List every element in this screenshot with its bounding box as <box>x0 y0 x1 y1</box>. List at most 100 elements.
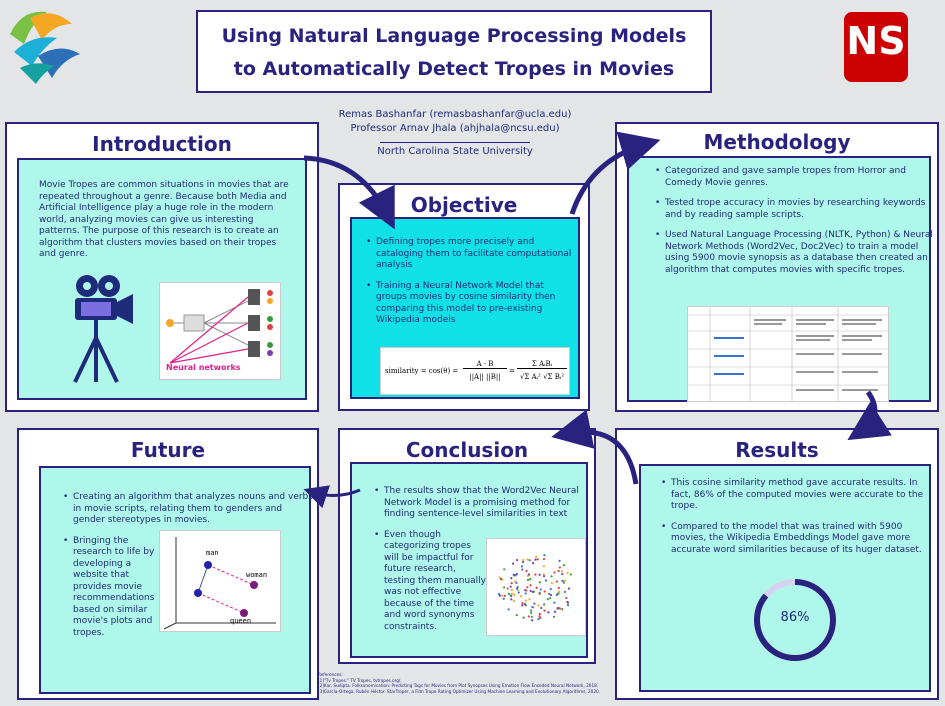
scatter-dot <box>535 555 538 558</box>
scatter-dot <box>534 573 537 576</box>
word-scatter-image <box>486 538 586 636</box>
future-bullets: Creating an algorithm that analyzes noun… <box>61 492 313 648</box>
results-panel: Results This cosine similarity method ga… <box>615 428 939 700</box>
scatter-dot <box>531 605 534 609</box>
scatter-dot <box>503 594 506 597</box>
word-vector-diagram: man woman queen <box>159 530 281 632</box>
scatter-dot <box>537 604 540 607</box>
scatter-dot <box>525 569 528 573</box>
scatter-dot <box>540 606 543 610</box>
scatter-dot <box>515 581 518 584</box>
scatter-dot <box>542 558 546 561</box>
scatter-dot <box>515 573 518 576</box>
scatter-dot <box>524 592 527 595</box>
scatter-dot <box>566 604 570 607</box>
scatter-dot <box>565 596 568 600</box>
scatter-dot <box>542 573 545 576</box>
scatter-dot <box>561 572 564 576</box>
scatter-dot <box>523 603 527 606</box>
scatter-dot <box>561 608 564 611</box>
scatter-dot <box>527 615 530 618</box>
scatter-dot <box>500 594 503 597</box>
accuracy-label: 86% <box>780 610 810 625</box>
scatter-dot <box>526 558 529 561</box>
introduction-panel: Introduction Movie Tropes are common sit… <box>5 122 319 412</box>
scatter-dot <box>550 581 553 585</box>
university-name: North Carolina State University <box>377 146 533 157</box>
scatter-dot <box>557 569 560 573</box>
scatter-dot <box>566 600 569 604</box>
formula-eq: = <box>509 367 515 375</box>
formula-rhs-den: √Σ Aᵢ² √Σ Bᵢ² <box>519 373 565 381</box>
scatter-dot <box>512 600 515 603</box>
scatter-dot <box>538 615 541 618</box>
scatter-dot <box>547 611 550 614</box>
scatter-dot <box>543 609 546 612</box>
scatter-dot <box>550 575 553 578</box>
scatter-dot <box>509 585 512 588</box>
scatter-dot <box>555 580 558 583</box>
scatter-dot <box>520 565 524 568</box>
scatter-dot <box>535 586 538 589</box>
scatter-dot <box>548 592 551 596</box>
conclusion-bullets: The results show that the Word2Vec Neura… <box>372 486 594 642</box>
methodology-bullets: Categorized and gave sample tropes from … <box>653 166 933 285</box>
scatter-dot <box>522 558 525 562</box>
cosine-formula: similarity = cos(θ) = A · B ||A|| ||B|| … <box>380 347 570 395</box>
scatter-dot <box>527 573 531 576</box>
scatter-dot <box>557 586 560 590</box>
scatter-dot <box>539 616 542 620</box>
formula-lhs: similarity = cos(θ) = <box>385 367 459 375</box>
results-bullets: This cosine similarity method gave accur… <box>659 478 929 565</box>
scatter-dot <box>506 587 509 590</box>
scatter-dot <box>528 598 531 601</box>
scatter-dot <box>510 577 513 580</box>
scatter-dot <box>563 579 566 582</box>
scatter-dot <box>537 617 540 621</box>
scatter-dot <box>521 604 524 607</box>
future-body-box: Creating an algorithm that analyzes noun… <box>39 466 313 694</box>
scatter-dot <box>515 613 518 617</box>
objective-bullets: Defining tropes more precisely and catal… <box>364 237 576 336</box>
scatter-dot <box>567 587 571 590</box>
methodology-bullet-2: Tested trope accuracy in movies by resea… <box>655 198 933 221</box>
scatter-dot <box>513 593 516 596</box>
svg-text:NS: NS <box>846 19 905 63</box>
scatter-dot <box>534 558 537 561</box>
author-2: Professor Arnav Jhala (ahjhala@ncsu.edu) <box>350 123 560 134</box>
scatter-dot <box>510 588 513 592</box>
label-man: man <box>206 549 219 557</box>
references-heading: References: <box>318 672 343 677</box>
scatter-dot <box>522 616 525 619</box>
scatter-dot <box>548 597 552 600</box>
scatter-dot <box>522 560 525 564</box>
scatter-dot <box>544 579 548 582</box>
formula-mid-num: A · B <box>463 360 507 369</box>
methodology-title: Methodology <box>703 130 851 154</box>
results-bullet-1: This cosine similarity method gave accur… <box>661 478 929 513</box>
conclusion-bullet-2: Even though categorizing tropes will be … <box>374 530 488 634</box>
scatter-dot <box>521 568 524 571</box>
reference-2: [2]Kar, Sudipta. Folksonomication: Predi… <box>318 683 599 689</box>
label-woman: woman <box>246 571 268 579</box>
scatter-dot <box>507 592 510 596</box>
methodology-bullet-3: Used Natural Language Processing (NLTK, … <box>655 230 933 276</box>
conclusion-body-box: The results show that the Word2Vec Neura… <box>350 462 588 658</box>
scatter-dot <box>561 579 564 582</box>
scatter-dot <box>558 566 561 569</box>
scatter-dot <box>533 602 536 605</box>
scatter-dot <box>563 590 567 593</box>
scatter-dot <box>549 587 552 591</box>
methodology-body-box: Categorized and gave sample tropes from … <box>627 156 933 402</box>
word-vector-plot <box>163 537 276 630</box>
scatter-dot <box>553 610 557 613</box>
scatter-dot <box>514 580 517 583</box>
objective-panel: Objective Defining tropes more precisely… <box>338 183 590 411</box>
scatter-dot <box>528 559 531 562</box>
conclusion-title: Conclusion <box>405 438 529 462</box>
introduction-text: Movie Tropes are common situations in mo… <box>39 180 289 259</box>
scatter-dot <box>546 598 549 601</box>
scatter-dot <box>542 565 546 568</box>
future-bullet-1: Creating an algorithm that analyzes noun… <box>63 492 313 527</box>
scatter-dot <box>531 590 535 594</box>
